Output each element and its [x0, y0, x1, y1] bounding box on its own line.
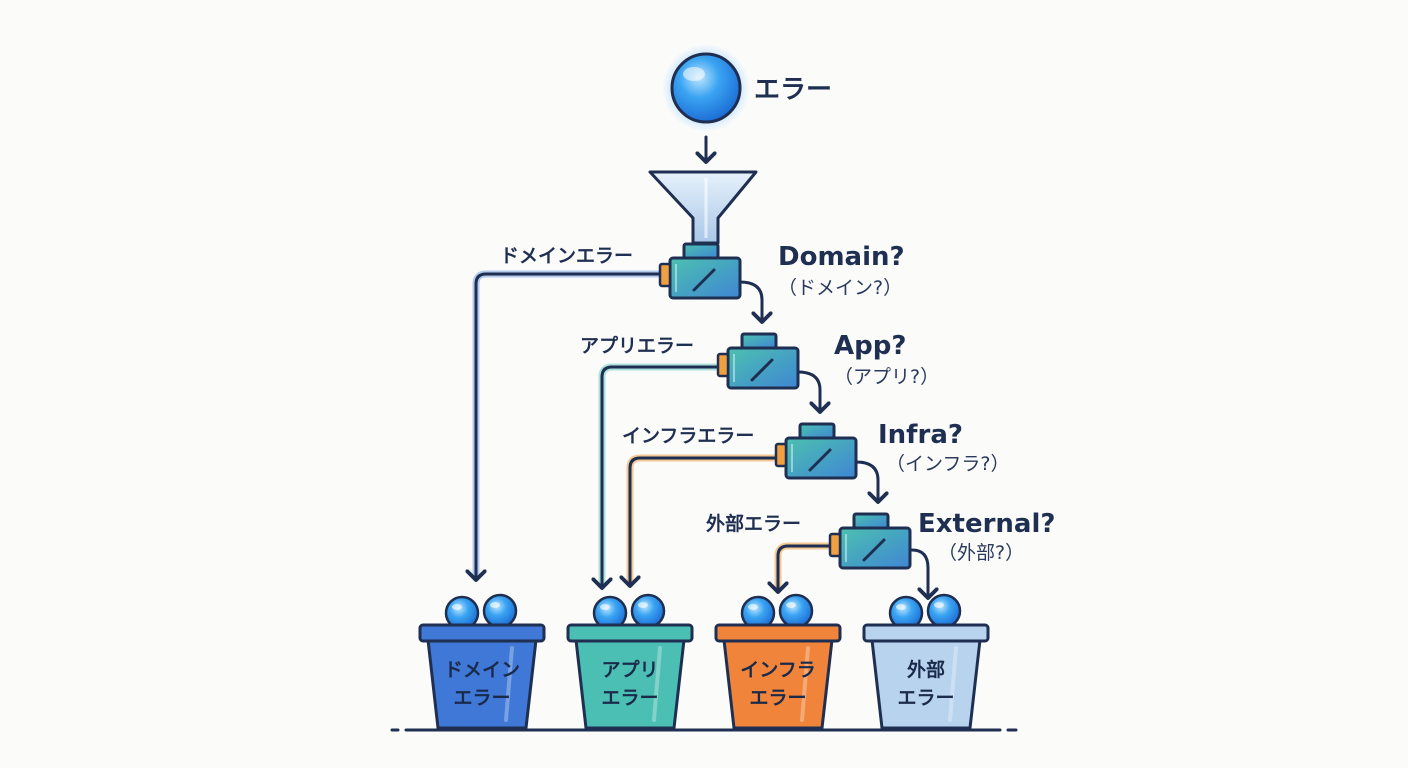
bucket-label-line1: インフラ	[740, 659, 815, 681]
bucket-label-line1: 外部	[907, 658, 945, 681]
bucket-app: アプリエラー	[566, 593, 694, 730]
stage-question-external: External?	[918, 509, 1055, 539]
branch-label-external: 外部エラー	[706, 512, 801, 535]
stage-subquestion-infra: （インフラ?）	[886, 453, 1010, 475]
bucket-domain: ドメインエラー	[418, 593, 546, 730]
bucket-label-line2: エラー	[453, 687, 510, 709]
branch-label-app: アプリエラー	[580, 334, 694, 357]
valve-external-icon	[828, 512, 912, 570]
error-balls-icon	[592, 593, 666, 631]
bucket-infra: インフラエラー	[714, 593, 842, 730]
route-infra	[630, 456, 782, 586]
stage-subquestion-app: （アプリ?）	[834, 366, 939, 388]
valve-infra-icon	[774, 422, 858, 480]
bucket-external: 外部エラー	[862, 593, 990, 730]
funnel-icon	[648, 170, 758, 245]
stage-question-app: App?	[834, 331, 906, 361]
stage-subquestion-external: （外部?）	[938, 542, 1024, 564]
input-label: エラー	[754, 75, 832, 105]
branch-routes	[476, 270, 838, 592]
stage-question-domain: Domain?	[778, 242, 905, 272]
error-balls-icon	[444, 593, 518, 631]
bucket-label-line2: エラー	[897, 687, 954, 709]
valve-domain-icon	[658, 242, 742, 300]
bucket-label-line2: エラー	[749, 687, 806, 709]
input-error-ball-icon	[662, 44, 750, 132]
branch-label-domain: ドメインエラー	[500, 245, 633, 267]
route-domain	[476, 272, 666, 580]
pass-routes	[738, 280, 928, 598]
bucket-label-line1: ドメイン	[444, 659, 520, 681]
valves	[658, 242, 912, 570]
branch-label-infra: インフラエラー	[622, 425, 754, 447]
route-external	[778, 544, 836, 592]
bucket-label-line1: アプリ	[601, 658, 658, 681]
route-app	[602, 365, 724, 588]
valve-app-icon	[716, 332, 800, 390]
stage-question-infra: Infra?	[878, 420, 963, 450]
error-balls-icon	[740, 593, 814, 631]
stage-subquestion-domain: （ドメイン?）	[778, 277, 902, 299]
bucket-label-line2: エラー	[601, 687, 658, 709]
